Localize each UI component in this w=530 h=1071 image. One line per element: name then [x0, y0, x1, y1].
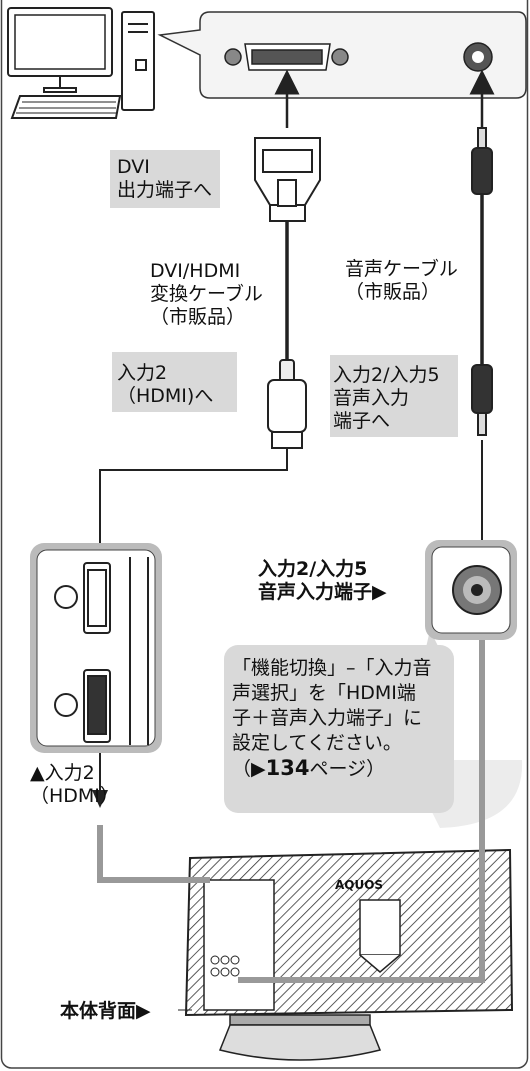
audio-route-to-tv [238, 640, 485, 983]
audio-plug-top-icon [471, 127, 493, 195]
brand-logo-text: AQUOS [335, 878, 384, 892]
dvi-connector-icon [254, 137, 321, 222]
audio-in-label-box [330, 355, 458, 437]
hdmi-plug-icon [267, 359, 307, 449]
tv-back-icon [184, 848, 514, 1061]
computer-icon [7, 7, 155, 119]
hdmi-route-to-tv [97, 825, 210, 883]
hdmi-port-icon [54, 557, 149, 745]
note-text: 「機能切換」–「入力音 声選択」を「HDMI端 子＋音声入力端子」に 設定してく… [232, 657, 432, 780]
pc-audio-jack-icon [463, 42, 493, 72]
tv-back-label: 本体背面▶ [60, 1000, 151, 1022]
hdmi-in-label-box [112, 352, 237, 412]
note-bubble [224, 645, 454, 813]
audio-plug-bottom-icon [471, 364, 493, 436]
hdmi-port-label: ▲入力2（HDMI） [30, 762, 119, 807]
audio-cable-label: 音声ケーブル（市販品） [345, 258, 458, 303]
hdmi-in-label: 入力2（HDMI)へ [117, 362, 214, 407]
dvi-port-icon [224, 43, 349, 71]
dvi-out-label-box [110, 150, 220, 208]
tv-audio-jack-icon [452, 565, 502, 615]
